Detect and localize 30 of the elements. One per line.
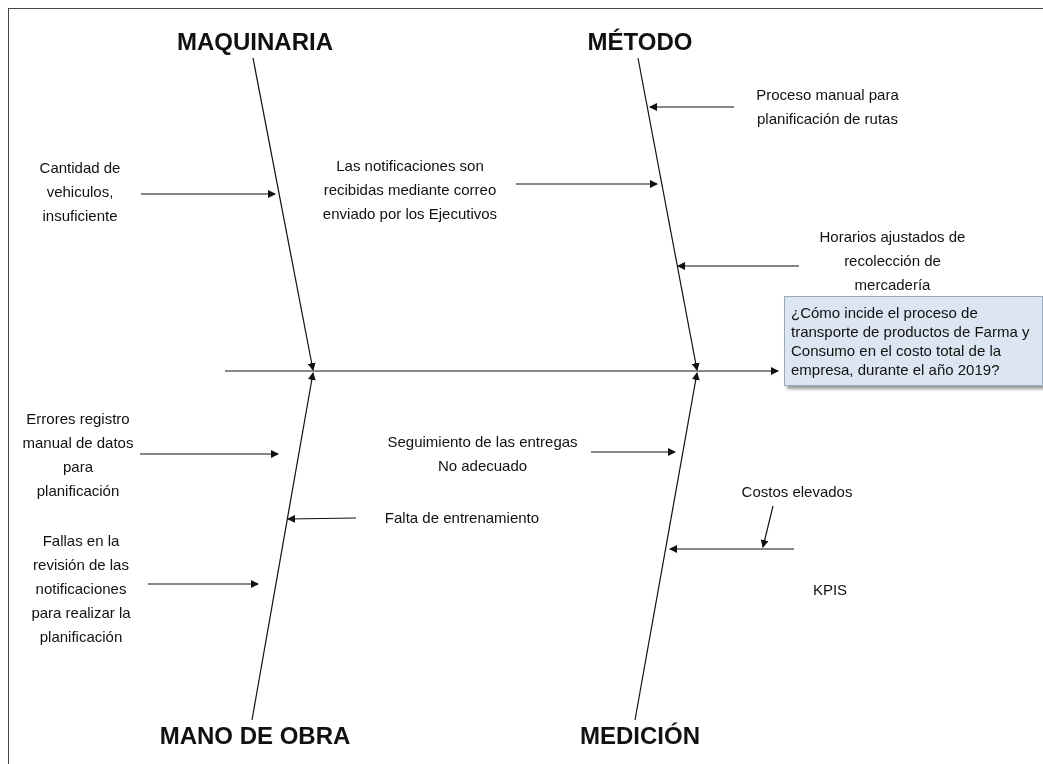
category-heading: MAQUINARIA [165, 28, 345, 56]
cause-label: Proceso manual para planificación de rutas [740, 83, 915, 131]
category-heading: MEDICIÓN [550, 722, 730, 750]
cause-label: Costos elevados [722, 480, 872, 504]
cause-label: Fallas en la revisión de las notificaciones para realizar la planificación [20, 529, 142, 649]
arrow [251, 372, 316, 721]
arrow [634, 372, 700, 721]
arrow [637, 57, 700, 371]
cause-label: Las notificaciones son recibidas mediante correo enviado por los Ejecutivos [310, 154, 510, 226]
arrow [287, 514, 357, 523]
arrow [252, 57, 316, 371]
cause-label: Horarios ajustados de recolección de mercadería [805, 225, 980, 297]
arrow [139, 450, 279, 458]
arrow [760, 505, 774, 548]
cause-label: KPIS [800, 578, 860, 602]
category-heading: MÉTODO [550, 28, 730, 56]
arrow [140, 190, 276, 198]
arrow [677, 262, 800, 270]
cause-label: Seguimiento de las entregas No adecuado [380, 430, 585, 478]
arrow [669, 545, 795, 553]
category-heading: MANO DE OBRA [140, 722, 370, 750]
arrow [515, 180, 658, 188]
arrow [224, 367, 779, 375]
cause-label: Errores registro manual de datos para planificación [22, 407, 134, 503]
arrow [649, 103, 735, 111]
cause-label: Cantidad de vehiculos, insuficiente [25, 156, 135, 228]
cause-label: Falta de entrenamiento [362, 506, 562, 530]
arrow [590, 448, 676, 456]
problem-box: ¿Cómo incide el proceso de transporte de productos de Farma y Consumo en el costo total de la empresa, durante el año 2019? [784, 296, 1043, 386]
arrow [147, 580, 259, 588]
